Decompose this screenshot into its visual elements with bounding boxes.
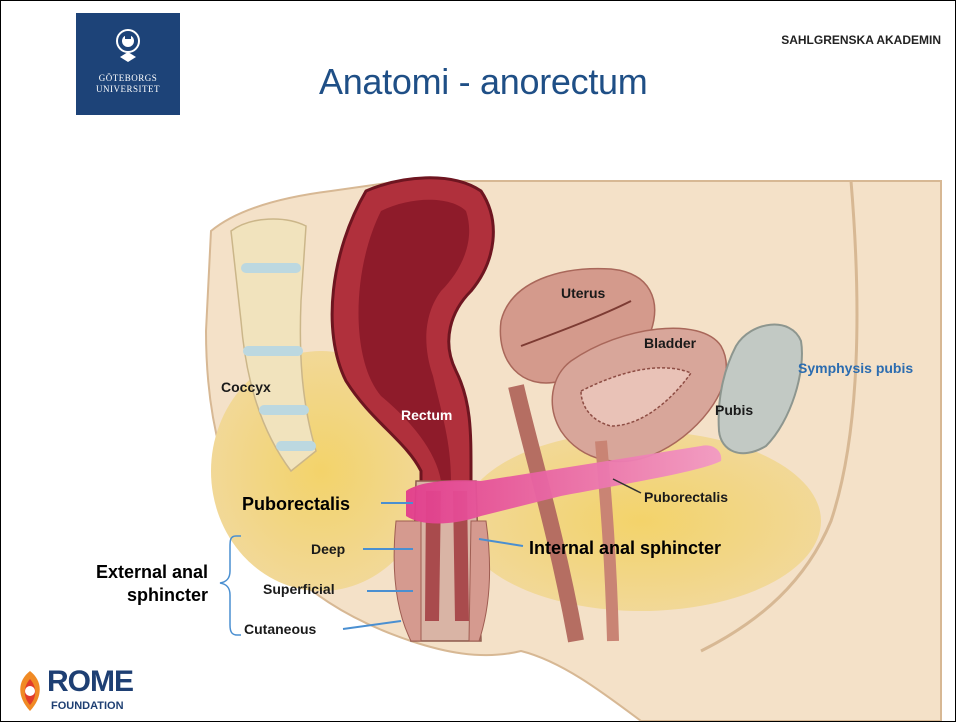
- puborectalis-left-label: Puborectalis: [242, 494, 350, 514]
- superficial-label: Superficial: [263, 581, 335, 597]
- coccyx-disc-3: [259, 405, 309, 415]
- external-sphincter-brace: [220, 536, 241, 635]
- coccyx-label: Coccyx: [221, 379, 271, 395]
- puborectalis-right-label: Puborectalis: [644, 489, 728, 505]
- coccyx-disc-2: [243, 346, 303, 356]
- cutaneous-label: Cutaneous: [244, 621, 317, 637]
- rome-logo-word: ROME: [47, 665, 133, 699]
- symphysis-pubis-label: Symphysis pubis: [798, 360, 913, 376]
- rectum-label: Rectum: [401, 407, 452, 423]
- rome-foundation-logo: ROME FOUNDATION: [15, 663, 175, 721]
- uterus-label: Uterus: [561, 285, 606, 301]
- rome-flame-icon: [15, 669, 45, 713]
- external-sphincter-label-line1: External anal: [96, 562, 208, 582]
- coccyx-disc-1: [241, 263, 301, 273]
- internal-sphincter-label: Internal anal sphincter: [529, 538, 721, 558]
- external-sphincter-label-line2: sphincter: [127, 585, 208, 605]
- pubis-label: Pubis: [715, 402, 753, 418]
- bladder-label: Bladder: [644, 335, 697, 351]
- coccyx-disc-4: [276, 441, 316, 451]
- rome-logo-subtitle: FOUNDATION: [51, 700, 124, 712]
- deep-label: Deep: [311, 541, 345, 557]
